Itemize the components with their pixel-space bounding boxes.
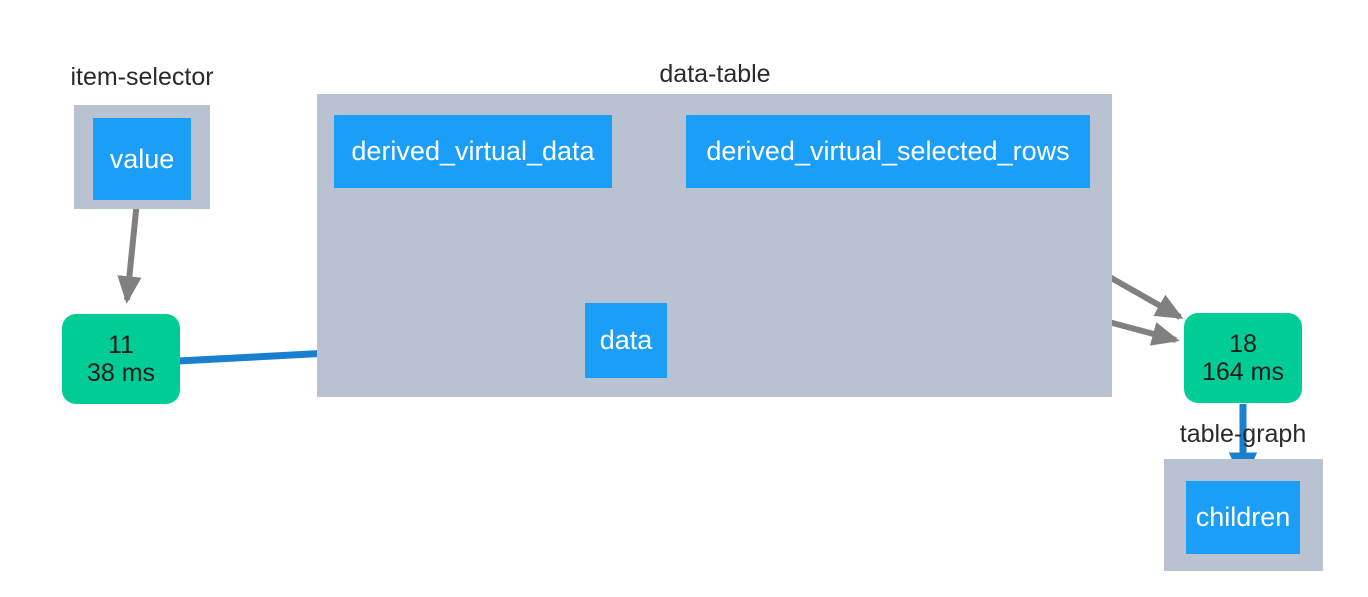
property-value[interactable]: value: [93, 118, 191, 200]
property-data[interactable]: data: [585, 303, 667, 378]
callback-11-number: 11: [108, 331, 134, 359]
cluster-label-data-table: data-table: [659, 60, 771, 88]
property-derived-virtual-data[interactable]: derived_virtual_data: [334, 115, 612, 188]
callback-18-number: 18: [1229, 330, 1257, 358]
edge-value-to-cb11: [117, 200, 142, 304]
cluster-label-table-graph: table-graph: [1179, 420, 1307, 448]
property-children[interactable]: children: [1186, 481, 1300, 554]
cluster-label-item-selector: item-selector: [70, 63, 214, 91]
property-derived-virtual-selected-rows[interactable]: derived_virtual_selected_rows: [686, 115, 1090, 188]
callback-18-duration: 164 ms: [1202, 358, 1284, 386]
callback-node-11[interactable]: 11 38 ms: [62, 314, 180, 404]
callback-node-18[interactable]: 18 164 ms: [1184, 313, 1302, 403]
callback-11-duration: 38 ms: [86, 359, 156, 387]
